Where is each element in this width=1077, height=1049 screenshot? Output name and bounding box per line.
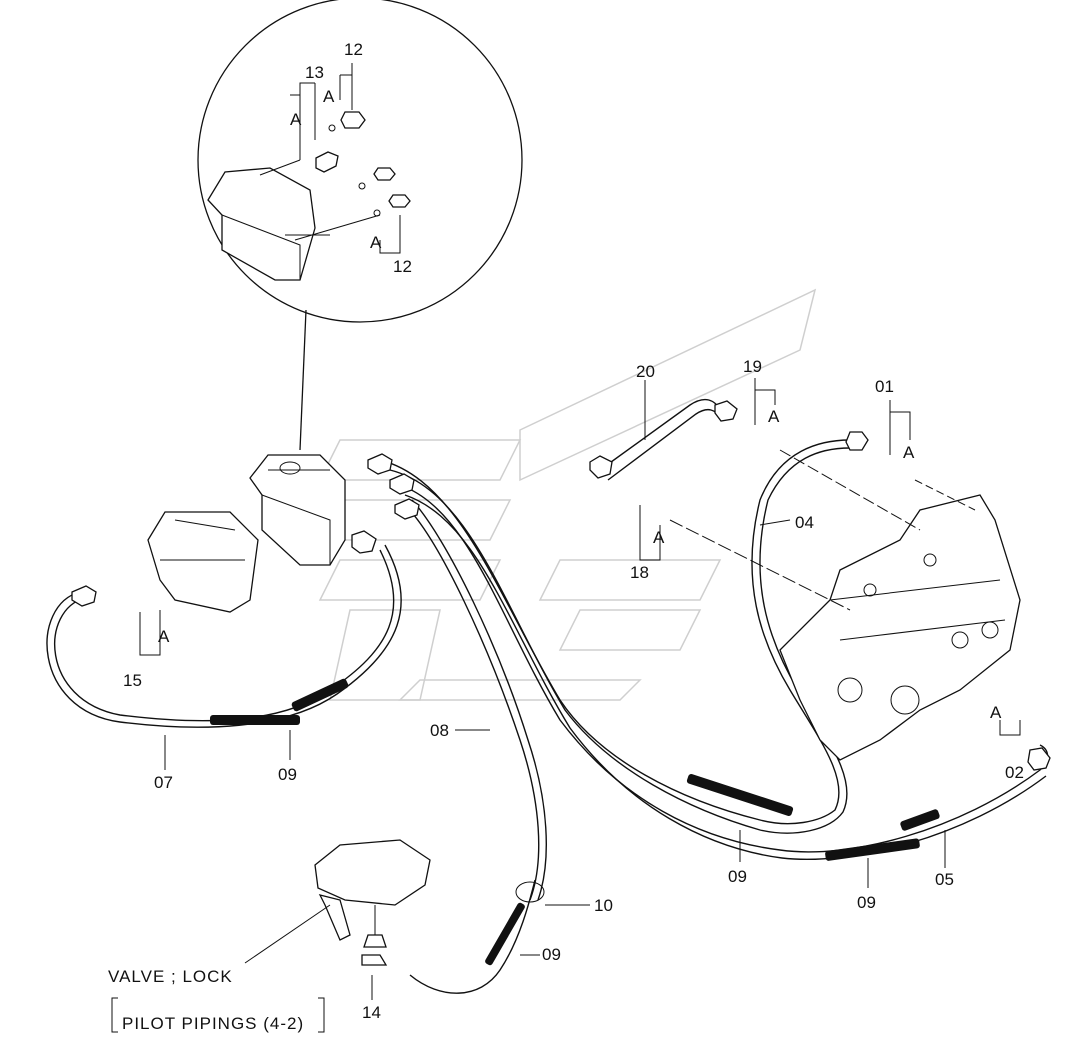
- caption-pilot-pipings: PILOT PIPINGS (4-2): [122, 1014, 304, 1033]
- label-a-inset-2: A: [290, 110, 302, 129]
- label-07: 07: [154, 773, 173, 792]
- label-a-inset-3: A: [370, 233, 382, 252]
- lock-valve-main: [249, 454, 346, 566]
- pipe-20: [589, 398, 738, 481]
- label-09-right: 09: [857, 893, 876, 912]
- pilot-lock-valve-lower: [314, 839, 431, 966]
- label-13: 13: [305, 63, 324, 82]
- label-09-bottom: 09: [542, 945, 561, 964]
- hose-07: [46, 530, 402, 728]
- label-a-15: A: [158, 627, 170, 646]
- label-15: 15: [123, 671, 142, 690]
- label-04: 04: [795, 513, 814, 532]
- control-valve-block: [779, 494, 1021, 761]
- label-14: 14: [362, 1003, 381, 1022]
- hose-bundle-main: [367, 431, 1051, 861]
- hose-pilot-return: [409, 879, 545, 994]
- label-09-mid: 09: [728, 867, 747, 886]
- label-12-inset: 12: [393, 257, 412, 276]
- caption-valve-lock: VALVE ; LOCK: [108, 967, 233, 986]
- watermark-logo: [318, 288, 817, 701]
- label-01: 01: [875, 377, 894, 396]
- leader-lines: [139, 378, 1021, 1000]
- caption: VALVE ; LOCK PILOT PIPINGS (4-2): [108, 967, 325, 1033]
- part-labels: 12 13 A A A 12 20 19 A 01 A 04 A 18 A 15…: [123, 40, 1024, 1022]
- label-a-inset-1: A: [323, 87, 335, 106]
- label-a-18: A: [653, 528, 665, 547]
- label-05: 05: [935, 870, 954, 889]
- label-10: 10: [594, 896, 613, 915]
- label-19: 19: [743, 357, 762, 376]
- label-a-01: A: [903, 443, 915, 462]
- label-02: 02: [1005, 763, 1024, 782]
- label-08: 08: [430, 721, 449, 740]
- label-a-19: A: [768, 407, 780, 426]
- label-a-02: A: [990, 703, 1002, 722]
- label-12-top: 12: [344, 40, 363, 59]
- label-20: 20: [636, 362, 655, 381]
- hose-08: [404, 499, 547, 901]
- detail-inset-circle: [197, 0, 523, 451]
- label-09-left: 09: [278, 765, 297, 784]
- label-18: 18: [630, 563, 649, 582]
- left-valve-body: [147, 511, 259, 613]
